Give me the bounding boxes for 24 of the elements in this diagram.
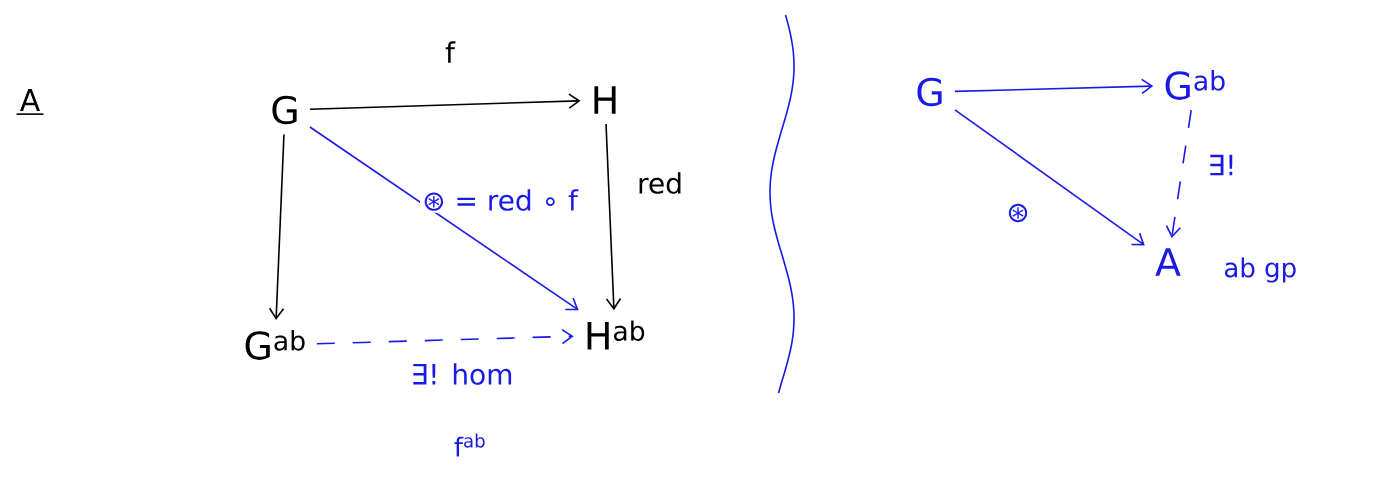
- math-symbol: H$^{ab}$: [587, 320, 645, 350]
- edge-label: ∃! hom: [408, 361, 516, 387]
- edge-label: ⊛ = red ∘ f: [420, 187, 580, 213]
- edge-label: ⊛: [1004, 201, 1032, 225]
- arrow: [954, 78, 1154, 95]
- arrow: [315, 328, 574, 345]
- math-symbol: G$^{ab}$: [1165, 70, 1225, 100]
- math-symbol: A: [1155, 248, 1181, 276]
- math-label: f$^{ab}$: [454, 433, 485, 457]
- math-symbol: G: [272, 95, 297, 125]
- math-symbol: H: [594, 86, 616, 114]
- arrow: [309, 93, 581, 110]
- annotation: ab gp: [1225, 257, 1296, 283]
- edge-label: red: [635, 170, 685, 196]
- math-symbol: G$^{ab}$: [245, 330, 305, 360]
- arrow: [268, 133, 285, 320]
- edge-label: f: [443, 39, 457, 65]
- arrow: [954, 109, 1145, 246]
- edge-label: ∃!: [1205, 152, 1239, 178]
- arrow: [605, 123, 622, 311]
- section-letter: A: [15, 89, 45, 115]
- arrow: [1165, 109, 1192, 238]
- math-symbol: G: [917, 77, 942, 107]
- arrow: [309, 126, 579, 311]
